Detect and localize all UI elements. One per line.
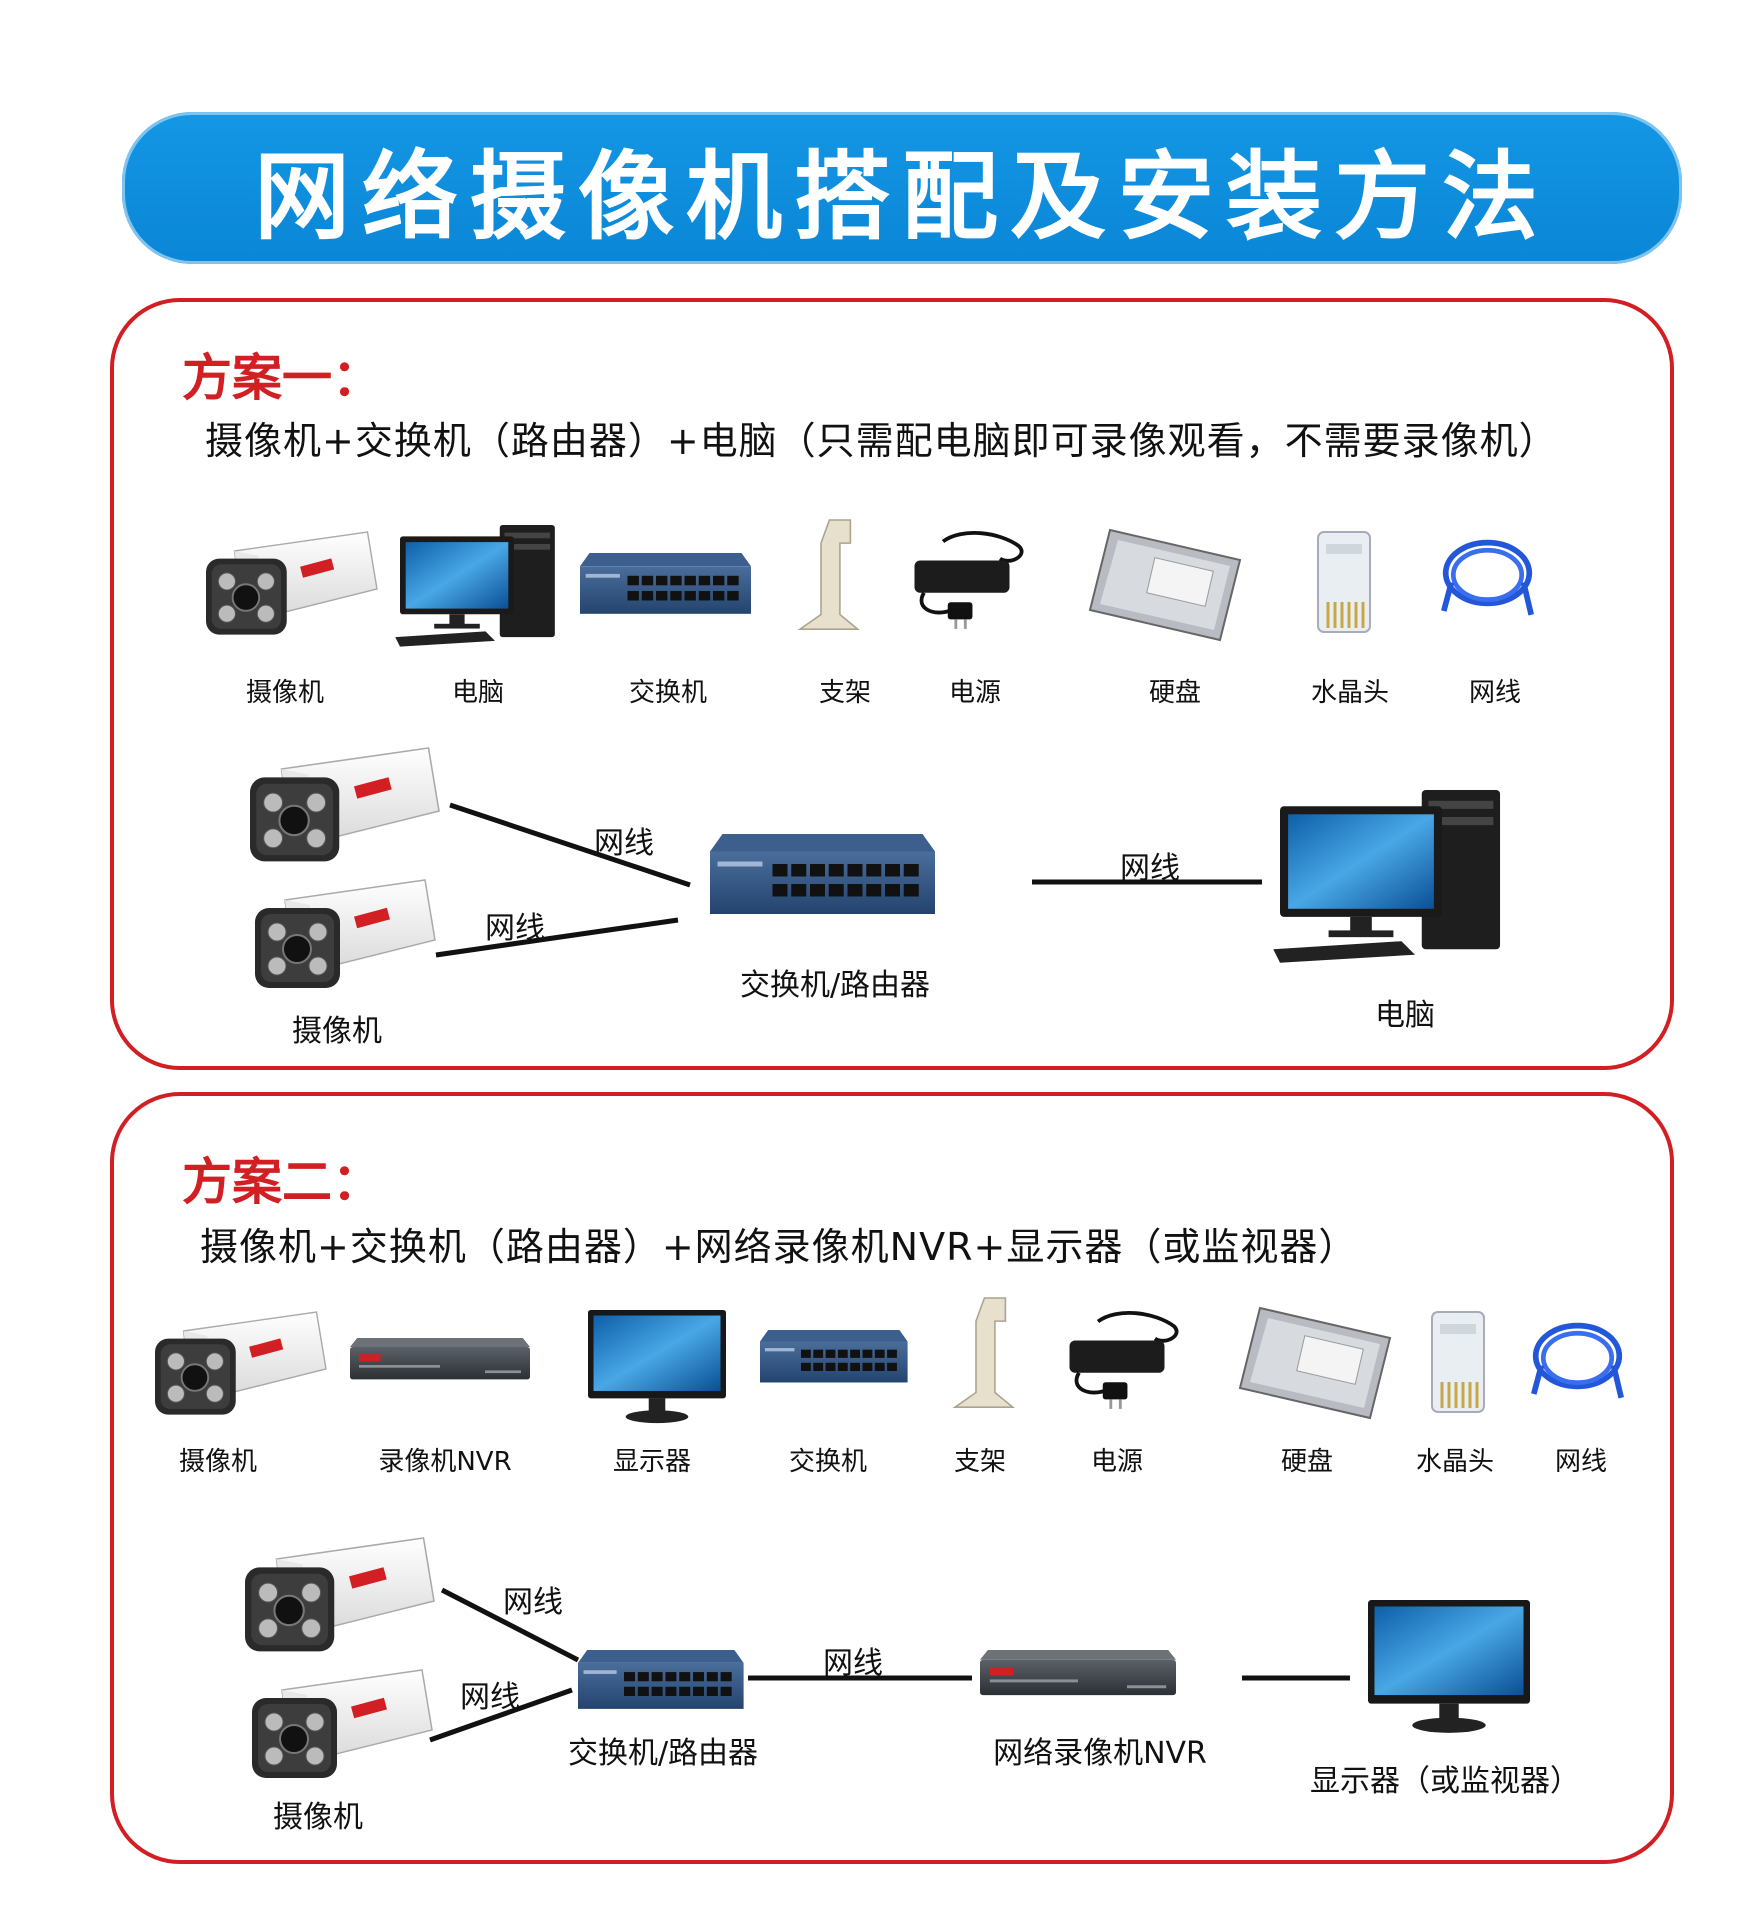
scheme2-cable-label: 网线 (460, 1680, 520, 1715)
scheme1-item-label: 硬盘 (1148, 678, 1202, 708)
scheme2-item-label: 录像机NVR (378, 1447, 512, 1477)
scheme2-title: 方案二： (182, 1153, 382, 1211)
scheme1-item-label: 摄像机 (245, 678, 325, 708)
scheme1-item-label: 交换机 (628, 678, 708, 708)
scheme2-description: 摄像机+交换机（路由器）+网络录像机NVR+显示器（或监视器） (200, 1225, 1358, 1269)
scheme2-item-label: 支架 (953, 1447, 1007, 1477)
scheme1-switch-label: 交换机/路由器 (739, 968, 931, 1003)
scheme1-item-label: 支架 (818, 678, 872, 708)
scheme1-item-label: 水晶头 (1310, 678, 1390, 708)
scheme1-item-label: 电源 (948, 678, 1002, 708)
scheme1-description: 摄像机+交换机（路由器）+电脑（只需配电脑即可录像观看，不需要录像机） (205, 419, 1558, 463)
scheme1-item-label: 网线 (1468, 678, 1522, 708)
scheme2-item-label: 硬盘 (1280, 1447, 1334, 1477)
scheme2-item-label: 显示器 (612, 1447, 692, 1477)
scheme1-cable-label: 网线 (1120, 851, 1180, 886)
header-banner: 网络摄像机搭配及安装方法 (122, 112, 1682, 264)
scheme1-cable-label: 网线 (594, 826, 654, 861)
scheme2-cable-label: 网线 (503, 1585, 563, 1620)
scheme2-monitor-label: 显示器（或监视器） (1310, 1764, 1580, 1799)
scheme1-item-label: 电脑 (451, 678, 505, 708)
scheme2-item-label: 水晶头 (1415, 1447, 1495, 1477)
scheme1-title: 方案一： (182, 349, 382, 407)
scheme2-nvr-label: 网络录像机NVR (993, 1736, 1207, 1771)
scheme1-camera-label: 摄像机 (292, 1014, 382, 1049)
scheme2-camera-label: 摄像机 (273, 1800, 363, 1835)
scheme2-item-label: 电源 (1090, 1447, 1144, 1477)
scheme1-computer-label: 电脑 (1375, 998, 1435, 1033)
page-title: 网络摄像机搭配及安装方法 (254, 140, 1550, 253)
scheme1-cable-label: 网线 (485, 911, 545, 946)
scheme2-item-label: 网线 (1554, 1447, 1608, 1477)
scheme2-switch-label: 交换机/路由器 (567, 1736, 759, 1771)
scheme2-item-label: 摄像机 (178, 1447, 258, 1477)
scheme2-item-label: 交换机 (788, 1447, 868, 1477)
scheme2-cable-label: 网线 (823, 1646, 883, 1681)
